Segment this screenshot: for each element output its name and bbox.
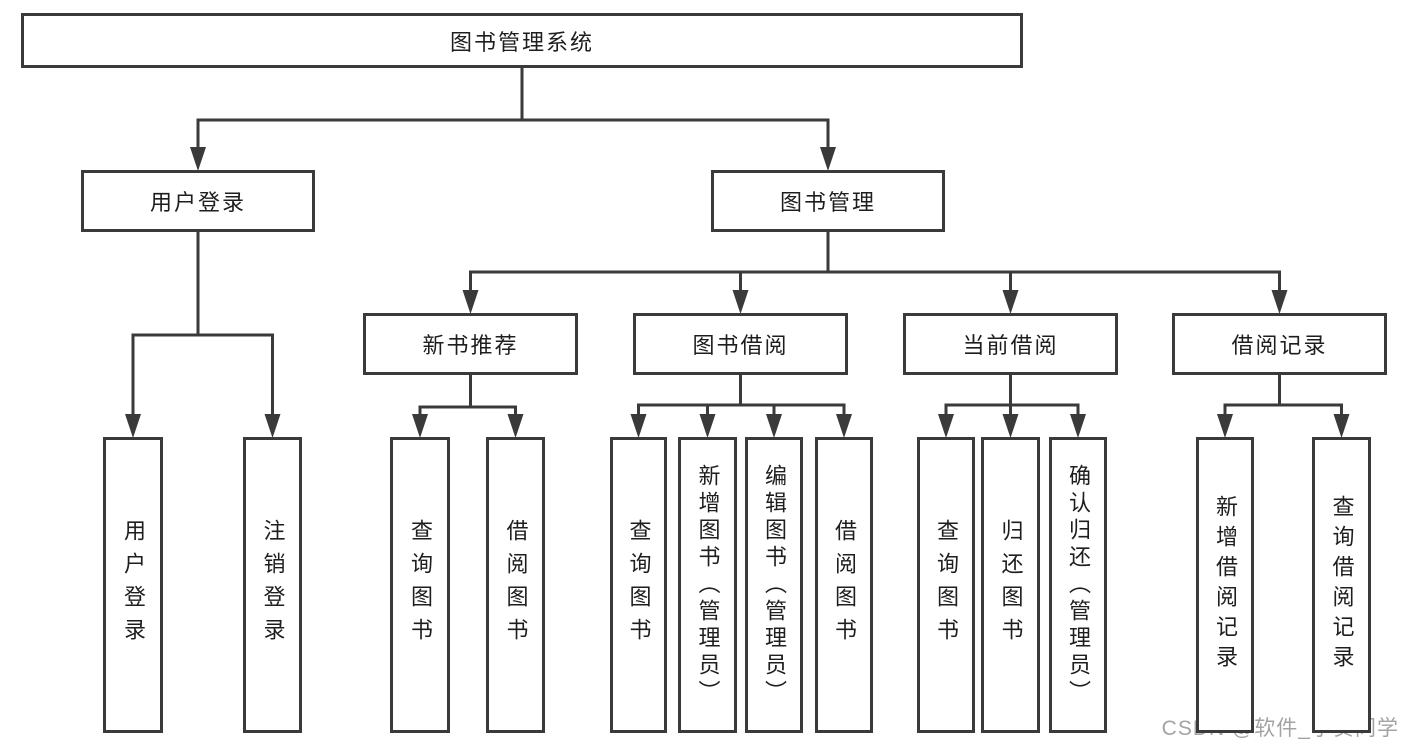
node-label: 新增借阅记录 — [1213, 495, 1238, 675]
node-label: 查询借阅记录 — [1329, 495, 1355, 675]
node-label: 用户登录 — [121, 519, 146, 651]
node-leaf-confirm-return: 确认归还（管理员） — [1049, 437, 1107, 733]
node-label: 注销登录 — [260, 519, 286, 651]
node-leaf-add-book: 新增图书（管理员） — [678, 437, 737, 733]
node-label: 借阅图书 — [503, 519, 529, 651]
node-leaf-borrow-book-1: 借阅图书 — [486, 437, 545, 733]
node-label: 新增图书（管理员） — [695, 463, 721, 707]
arrowhead-icon — [630, 414, 647, 438]
arrowhead-icon — [462, 290, 479, 314]
node-user-login: 用户登录 — [81, 170, 315, 232]
node-leaf-query-book-2: 查询图书 — [610, 437, 667, 733]
arrowhead-icon — [1070, 414, 1086, 438]
node-leaf-add-borrow-record: 新增借阅记录 — [1196, 437, 1254, 733]
node-label: 归还图书 — [998, 519, 1024, 651]
node-label: 借阅图书 — [832, 519, 857, 651]
arrowhead-icon — [836, 414, 852, 438]
arrowhead-icon — [1217, 414, 1233, 438]
node-leaf-user-login: 用户登录 — [103, 437, 163, 733]
arrowhead-icon — [699, 414, 716, 438]
node-leaf-logout: 注销登录 — [243, 437, 302, 733]
arrowhead-icon — [1002, 290, 1019, 314]
node-leaf-return-book: 归还图书 — [981, 437, 1040, 733]
node-label: 当前借阅 — [962, 333, 1059, 358]
node-label: 借阅记录 — [1231, 333, 1328, 358]
node-leaf-query-borrow-record: 查询借阅记录 — [1312, 437, 1371, 733]
node-label: 图书管理 — [779, 190, 876, 215]
node-book-borrowing: 图书借阅 — [633, 313, 848, 375]
arrowhead-icon — [1271, 290, 1288, 314]
arrowhead-icon — [125, 414, 141, 438]
arrowhead-icon — [190, 147, 206, 171]
node-label: 查询图书 — [626, 519, 652, 651]
node-label: 图书管理系统 — [449, 29, 594, 55]
node-label: 用户登录 — [149, 190, 246, 215]
node-leaf-query-book-1: 查询图书 — [390, 437, 450, 733]
node-leaf-borrow-book-2: 借阅图书 — [815, 437, 873, 733]
node-new-book-recommend: 新书推荐 — [363, 313, 578, 375]
arrowhead-icon — [820, 147, 836, 171]
arrowhead-icon — [1333, 414, 1350, 438]
node-label: 新书推荐 — [422, 333, 519, 358]
node-label: 确认归还（管理员） — [1066, 463, 1091, 707]
node-label: 查询图书 — [934, 519, 959, 651]
node-leaf-query-book-3: 查询图书 — [917, 437, 975, 733]
arrowhead-icon — [1002, 414, 1019, 438]
node-label: 图书借阅 — [692, 333, 789, 358]
arrowhead-icon — [412, 414, 428, 438]
arrowhead-icon — [766, 414, 782, 438]
node-label: 编辑图书（管理员） — [762, 463, 787, 707]
node-label: 查询图书 — [408, 519, 433, 651]
arrowhead-icon — [264, 414, 281, 438]
arrowhead-icon — [507, 414, 524, 438]
node-root: 图书管理系统 — [21, 13, 1023, 68]
node-current-borrowing: 当前借阅 — [903, 313, 1118, 375]
arrowhead-icon — [938, 414, 954, 438]
node-book-management: 图书管理 — [711, 170, 945, 232]
arrowhead-icon — [732, 290, 749, 314]
node-borrowing-records: 借阅记录 — [1172, 313, 1387, 375]
node-leaf-edit-book: 编辑图书（管理员） — [745, 437, 803, 733]
